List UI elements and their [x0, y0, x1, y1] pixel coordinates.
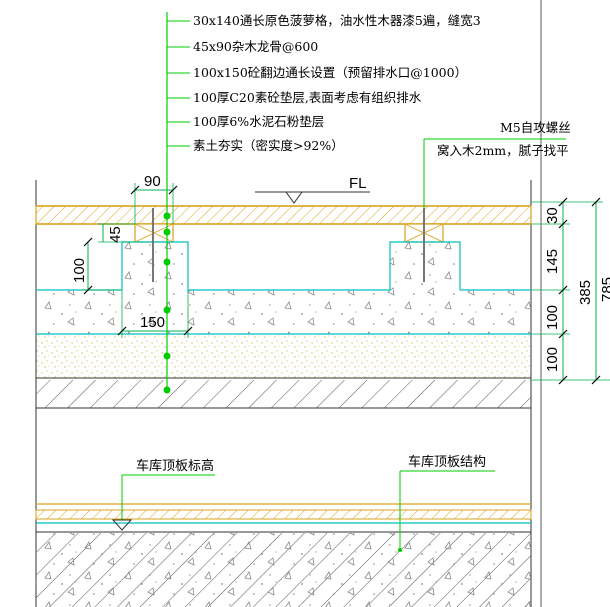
note-1: 30x140通长原色菠萝格，油水性木器漆5遍，缝宽3 [193, 13, 481, 28]
slab-level-text: 车库顶板标高 [136, 458, 214, 474]
screw-note-line2: 窝入木2mm，腻子找平 [437, 143, 569, 158]
concrete-layer [36, 241, 531, 335]
right-dimension-chain: 30 145 100 100 385 785 [531, 197, 610, 385]
dim-150: 150 [117, 290, 193, 338]
note-leader [163, 12, 190, 394]
dim-45: 45 [98, 223, 135, 243]
compacted-soil-layer [36, 380, 531, 408]
dim-100a-text: 100 [544, 305, 561, 330]
stone-powder-layer [36, 334, 531, 378]
dim-100-text: 100 [71, 258, 88, 283]
note-3: 100x150砼翻边通长设置（预留排水口@1000） [193, 65, 467, 80]
note-6: 素土夯实（密实度>92%） [193, 138, 344, 153]
screw-note: M5自攻螺丝 窝入木2mm，腻子找平 [423, 120, 571, 208]
note-5: 100厚6%水泥石粉垫层 [193, 114, 324, 129]
dim-90: 90 [130, 173, 178, 224]
dim-100: 100 [71, 237, 122, 295]
note-4: 100厚C20素砼垫层,表面考虑有组织排水 [193, 90, 422, 105]
dim-100b-text: 100 [544, 347, 561, 372]
dim-45-text: 45 [107, 226, 124, 243]
dim-90-text: 90 [144, 173, 161, 190]
dim-385-text: 385 [577, 280, 594, 305]
fl-label: FL [349, 175, 367, 192]
slab-top-layers [35, 503, 532, 533]
dim-785-text: 785 [599, 277, 610, 302]
dim-150-text: 150 [140, 314, 165, 331]
screw-note-line1: M5自攻螺丝 [500, 120, 571, 135]
slab-level-label: 车库顶板标高 [111, 458, 215, 531]
slab-structure-label: 车库顶板结构 [398, 454, 495, 552]
note-2: 45x90杂木龙骨@600 [193, 39, 318, 54]
slab-structure-text: 车库顶板结构 [408, 454, 486, 470]
fl-marker: FL [255, 175, 370, 204]
wood-decking-layer [35, 205, 532, 225]
dim-30-text: 30 [544, 207, 561, 224]
dim-145-text: 145 [544, 249, 561, 274]
